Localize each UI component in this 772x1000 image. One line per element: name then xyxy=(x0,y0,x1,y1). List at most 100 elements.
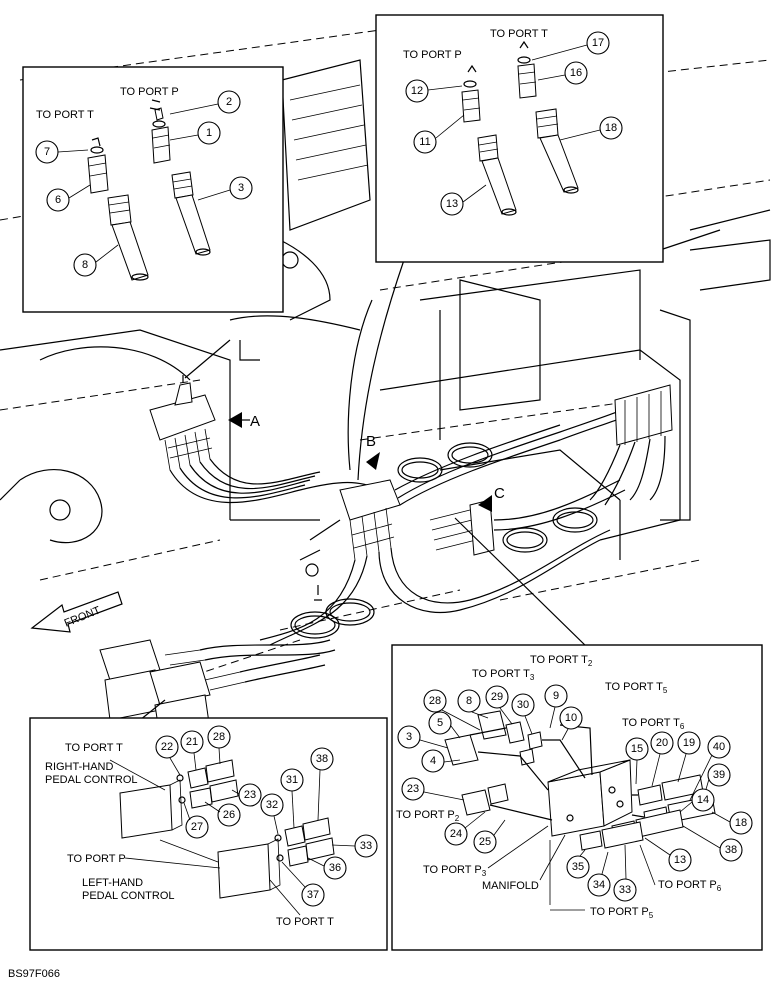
svg-text:28: 28 xyxy=(429,695,441,707)
svg-text:38: 38 xyxy=(725,844,737,856)
br-to-port-t6: TO PORT T6 xyxy=(622,717,685,731)
br-callout-35: 35 xyxy=(566,855,590,879)
right-fittings-c xyxy=(429,479,626,556)
br-to-port-p3: TO PORT P3 xyxy=(423,864,487,878)
svg-text:24: 24 xyxy=(450,828,462,840)
br-callout-19: 19 xyxy=(677,731,701,755)
tl-callout-3: 3 xyxy=(229,176,253,200)
br-callout-5: 5 xyxy=(428,711,452,735)
br-callout-38: 38 xyxy=(719,838,743,862)
svg-text:3: 3 xyxy=(238,182,244,194)
tr-callout-13: 13 xyxy=(440,192,464,216)
bl-callout-21: 21 xyxy=(180,730,204,754)
tl-callout-6: 6 xyxy=(46,188,70,212)
br-callout-15: 15 xyxy=(625,737,649,761)
br-callout-23: 23 xyxy=(401,777,425,801)
front-label: FRONT xyxy=(63,604,103,629)
svg-text:33: 33 xyxy=(360,840,372,852)
svg-text:11: 11 xyxy=(419,136,430,148)
br-callout-39: 39 xyxy=(707,763,731,787)
svg-text:1: 1 xyxy=(206,127,212,139)
left-pilot-valve-a xyxy=(149,375,381,503)
bl-callout-22: 22 xyxy=(155,735,179,759)
svg-text:34: 34 xyxy=(593,879,605,891)
tl-callout-8: 8 xyxy=(73,253,97,277)
svg-text:31: 31 xyxy=(286,774,298,786)
br-to-port-t3: TO PORT T3 xyxy=(472,668,535,682)
svg-text:22: 22 xyxy=(161,741,173,753)
br-callout-29: 29 xyxy=(485,685,509,709)
svg-text:30: 30 xyxy=(517,699,529,711)
svg-text:16: 16 xyxy=(570,67,582,79)
svg-text:35: 35 xyxy=(572,861,584,873)
svg-text:23: 23 xyxy=(407,783,419,795)
br-to-port-p5: TO PORT P5 xyxy=(590,906,654,920)
tl-callout-2: 2 xyxy=(217,90,241,114)
bl-left-pedal-2: PEDAL CONTROL xyxy=(82,890,175,902)
svg-text:29: 29 xyxy=(491,691,503,703)
svg-text:19: 19 xyxy=(683,737,695,749)
tl-to-port-p: TO PORT P xyxy=(120,86,179,98)
inset-top-left: TO PORT P TO PORT T 2 1 3 7 6 8 xyxy=(22,66,284,313)
br-callout-34: 34 xyxy=(587,873,611,897)
bl-callout-26: 26 xyxy=(217,803,241,827)
br-callout-13: 13 xyxy=(668,848,692,872)
bl-callout-28: 28 xyxy=(207,725,231,749)
svg-text:32: 32 xyxy=(266,799,278,811)
svg-text:10: 10 xyxy=(565,712,577,724)
bl-right-pedal-2: PEDAL CONTROL xyxy=(45,774,138,786)
tr-callout-16: 16 xyxy=(564,61,588,85)
br-to-port-p2: TO PORT P2 xyxy=(396,809,460,823)
tr-callout-12: 12 xyxy=(405,79,429,103)
svg-text:5: 5 xyxy=(437,717,443,729)
svg-text:12: 12 xyxy=(411,85,423,97)
svg-text:7: 7 xyxy=(44,146,50,158)
br-to-port-p6: TO PORT P6 xyxy=(658,879,722,893)
svg-text:3: 3 xyxy=(406,731,412,743)
br-callout-28: 28 xyxy=(423,689,447,713)
br-callout-10: 10 xyxy=(559,706,583,730)
svg-text:8: 8 xyxy=(466,695,472,707)
br-callout-20: 20 xyxy=(650,731,674,755)
bl-right-pedal-1: RIGHT-HAND xyxy=(45,761,114,773)
svg-text:17: 17 xyxy=(592,37,604,49)
hose-clamps xyxy=(290,442,598,639)
bl-callout-23: 23 xyxy=(238,783,262,807)
tr-to-port-p: TO PORT P xyxy=(403,49,462,61)
svg-text:18: 18 xyxy=(735,817,747,829)
bl-to-port-t-bottom: TO PORT T xyxy=(276,916,334,928)
bl-left-pedal-1: LEFT-HAND xyxy=(82,877,143,889)
br-callout-14: 14 xyxy=(691,788,715,812)
bl-callout-33: 33 xyxy=(354,834,378,858)
br-callout-8: 8 xyxy=(457,689,481,713)
svg-text:28: 28 xyxy=(213,731,225,743)
center-pilot-valve-b xyxy=(259,401,641,646)
tr-to-port-t: TO PORT T xyxy=(490,28,548,40)
br-callout-25: 25 xyxy=(473,830,497,854)
br-callout-33: 33 xyxy=(613,878,637,902)
front-arrow: FRONT xyxy=(30,591,123,633)
svg-text:40: 40 xyxy=(713,741,725,753)
inset-top-right: TO PORT T TO PORT P 17 16 12 11 18 13 xyxy=(375,14,664,263)
view-a-label: A xyxy=(250,413,260,430)
br-callout-4: 4 xyxy=(421,749,445,773)
svg-text:20: 20 xyxy=(656,737,668,749)
svg-text:25: 25 xyxy=(479,836,491,848)
br-callout-40: 40 xyxy=(707,735,731,759)
tl-callout-1: 1 xyxy=(197,121,221,145)
inset-bottom-right: TO PORT T2 TO PORT T3 TO PORT T5 TO PORT… xyxy=(391,644,763,951)
tl-to-port-t: TO PORT T xyxy=(36,109,94,121)
bl-callout-32: 32 xyxy=(260,793,284,817)
rear-fittings xyxy=(589,384,673,506)
svg-text:37: 37 xyxy=(307,889,319,901)
svg-text:6: 6 xyxy=(55,194,61,206)
bl-callout-38: 38 xyxy=(310,747,334,771)
svg-text:36: 36 xyxy=(329,862,341,874)
figure-code: BS97F066 xyxy=(8,968,60,980)
svg-text:9: 9 xyxy=(553,690,559,702)
br-manifold: MANIFOLD xyxy=(482,880,539,892)
br-callout-9: 9 xyxy=(544,684,568,708)
br-callout-30: 30 xyxy=(511,693,535,717)
view-b-label: B xyxy=(366,433,376,450)
inset-leaders xyxy=(139,259,591,721)
